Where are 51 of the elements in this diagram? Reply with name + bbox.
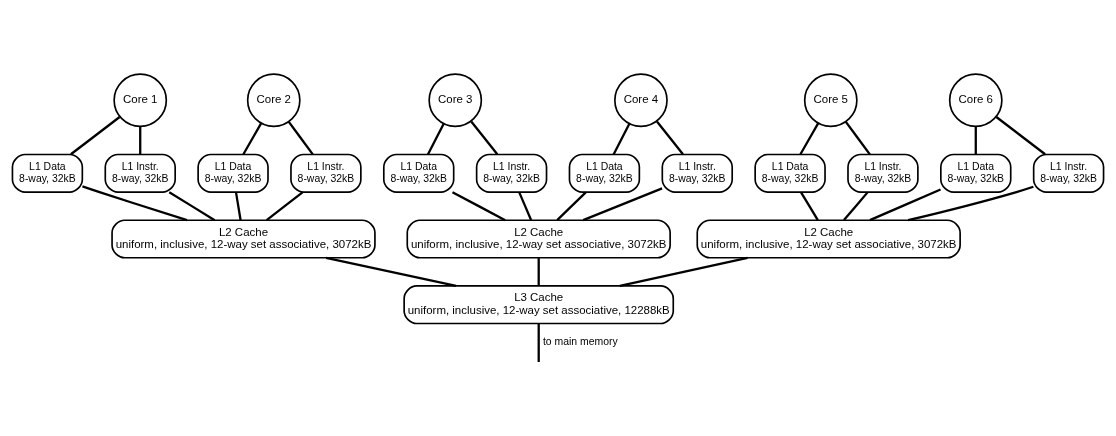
- node-box: L1 Instr. 8-way, 32kB: [661, 153, 734, 193]
- node-circle: Core 3: [428, 72, 483, 127]
- node-box: L1 Data 8-way, 32kB: [940, 153, 1012, 193]
- connector: [82, 184, 188, 221]
- connector: [234, 191, 242, 220]
- connector: [582, 186, 663, 221]
- connector: [451, 190, 506, 221]
- connector: [537, 323, 540, 362]
- connector: [656, 120, 684, 155]
- node-circle: Core 6: [948, 72, 1003, 127]
- node-box: L2 Cache uniform, inclusive, 12-way set associative, 3072kB: [696, 218, 961, 259]
- connector: [139, 126, 142, 154]
- node-box: L1 Data 8-way, 32kB: [382, 153, 455, 193]
- node-box: L1 Data 8-way, 32kB: [568, 153, 641, 193]
- connector: [907, 185, 1034, 221]
- connector: [974, 126, 977, 154]
- connector: [869, 188, 941, 221]
- connector: [844, 120, 871, 155]
- node-circle: Core 1: [113, 72, 168, 127]
- node-box: L2 Cache uniform, inclusive, 12-way set associative, 3072kB: [406, 218, 671, 259]
- connector: [843, 191, 869, 221]
- node-box: L1 Instr. 8-way, 32kB: [847, 153, 919, 193]
- node-box: L1 Instr. 8-way, 32kB: [1032, 153, 1105, 193]
- connector: [168, 190, 216, 221]
- node-box: L3 Cache uniform, inclusive, 12-way set associative, 12288kB: [403, 284, 675, 324]
- node-circle: Core 4: [614, 72, 668, 127]
- connector: [242, 122, 263, 155]
- edge-label: to main memory: [542, 335, 618, 347]
- node-box: L1 Data 8-way, 32kB: [11, 153, 84, 193]
- connector: [800, 191, 819, 221]
- node-box: L1 Data 8-way, 32kB: [754, 153, 826, 193]
- node-box: L1 Instr. 8-way, 32kB: [104, 153, 176, 193]
- connector: [518, 191, 533, 220]
- connector: [325, 256, 457, 287]
- connector: [70, 115, 121, 155]
- node-circle: Core 5: [803, 72, 858, 127]
- node-box: L1 Instr. 8-way, 32kB: [475, 153, 548, 193]
- connector: [426, 122, 445, 155]
- connector: [995, 115, 1046, 155]
- connector: [612, 122, 631, 155]
- node-circle: Core 2: [246, 72, 301, 127]
- connector: [619, 256, 748, 287]
- connector: [470, 120, 499, 155]
- node-box: L2 Cache uniform, inclusive, 12-way set associative, 3072kB: [111, 218, 376, 259]
- connector: [287, 120, 314, 155]
- connector: [556, 191, 587, 221]
- connector: [537, 257, 540, 286]
- node-box: L1 Data 8-way, 32kB: [197, 153, 269, 193]
- connector: [265, 190, 304, 221]
- connector: [799, 122, 820, 155]
- node-box: L1 Instr. 8-way, 32kB: [290, 153, 362, 193]
